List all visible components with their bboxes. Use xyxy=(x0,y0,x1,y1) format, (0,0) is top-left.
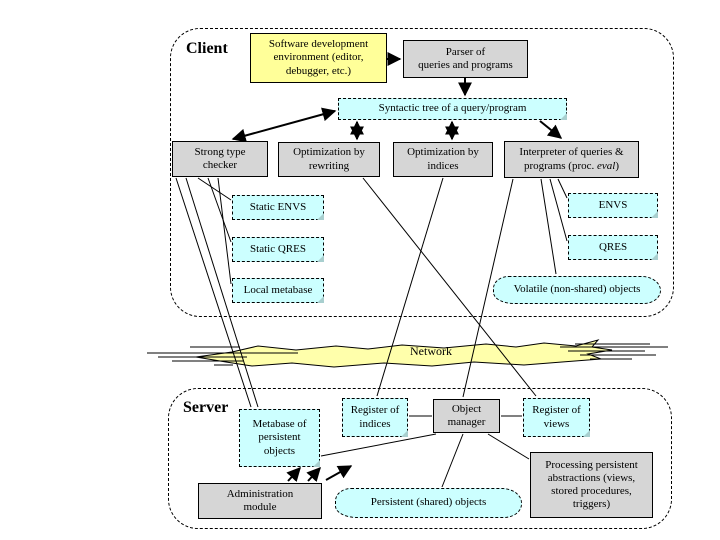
static-envs-box: Static ENVS xyxy=(232,195,324,220)
server-label: Server xyxy=(183,399,229,416)
interpreter-line1: Interpreter of queries & xyxy=(519,146,624,159)
processing-abstractions-box: Processing persistent abstractions (view… xyxy=(530,452,653,518)
register-views-box: Register of views xyxy=(523,398,590,437)
line-checker-static-qres xyxy=(207,177,232,243)
line-objmgr-processing xyxy=(487,433,530,460)
line-interpreter-volatile xyxy=(540,178,557,275)
object-manager-box: Object manager xyxy=(433,399,500,433)
line-checker-metabase-1 xyxy=(175,177,252,408)
envs-box: ENVS xyxy=(568,193,658,218)
local-metabase-box: Local metabase xyxy=(232,278,324,303)
arrow-admin-2 xyxy=(306,466,321,483)
line-objmgr-metabase xyxy=(320,433,437,457)
line-checker-static-envs xyxy=(197,177,232,201)
line-objmgr-persistent xyxy=(441,433,464,488)
network-streaks-right xyxy=(560,343,668,360)
line-interpreter-object-manager xyxy=(462,178,514,398)
line-interpreter-envs xyxy=(557,178,568,199)
metabase-box: Metabase of persistent objects xyxy=(239,409,320,467)
strong-type-checker-box: Strong type checker xyxy=(172,141,268,177)
optimization-indices-box: Optimization by indices xyxy=(393,142,493,177)
line-checker-metabase-2 xyxy=(185,177,259,408)
static-qres-box: Static QRES xyxy=(232,237,324,262)
line-rewriting-register-views xyxy=(362,177,537,397)
arrow-admin-3 xyxy=(325,465,353,481)
interpreter-line2-post: ) xyxy=(615,159,619,172)
qres-box: QRES xyxy=(568,235,658,260)
line-interpreter-qres xyxy=(549,178,568,242)
persistent-objects-blob: Persistent (shared) objects xyxy=(335,488,522,518)
line-checker-local-metabase xyxy=(217,177,232,285)
arrow-admin-1 xyxy=(286,466,301,483)
line-indices-register-indices xyxy=(376,177,444,397)
register-indices-box: Register of indices xyxy=(342,398,408,437)
interpreter-eval-italic: eval xyxy=(597,159,616,172)
optimization-rewriting-box: Optimization by rewriting xyxy=(278,142,380,177)
client-label: Client xyxy=(186,40,228,57)
syntactic-tree-box: Syntactic tree of a query/program xyxy=(338,98,567,120)
administration-module-box: Administration module xyxy=(198,483,322,519)
interpreter-box: Interpreter of queries &programs (proc. … xyxy=(504,141,639,178)
parser-box: Parser of queries and programs xyxy=(403,40,528,78)
arrow-tree-checker xyxy=(231,107,337,143)
arrow-tree-interpreter xyxy=(539,120,563,139)
interpreter-text: Interpreter of queries &programs (proc. … xyxy=(519,146,623,172)
client-region xyxy=(170,28,674,317)
interpreter-line2-pre: programs (proc. xyxy=(523,159,597,172)
network-label: Network xyxy=(410,344,452,358)
software-dev-env-box: Software development environment (editor… xyxy=(250,33,387,83)
volatile-objects-blob: Volatile (non-shared) objects xyxy=(493,276,661,304)
server-region xyxy=(168,388,672,529)
